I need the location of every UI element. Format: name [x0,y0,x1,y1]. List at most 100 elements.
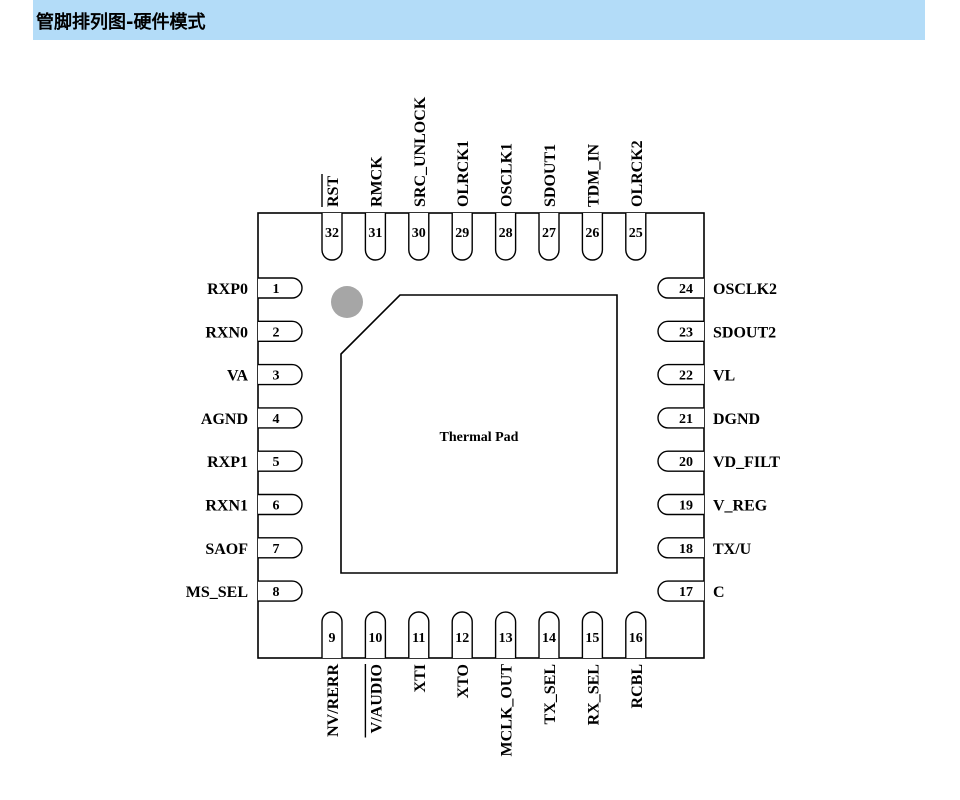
pin-9: 9NV/RERR [321,611,343,737]
pin-number: 17 [679,585,693,600]
pin-number: 20 [679,455,693,470]
pin-number: 21 [679,412,693,427]
pin-label: C [713,584,725,601]
pin-label: RCBL [629,664,646,708]
pins: 1RXP02RXN03VA4AGND5RXP16RXN17SAOF8MS_SEL… [186,96,781,756]
pin-number: 9 [329,631,336,646]
pin-outline [581,611,604,658]
pin-outline [408,611,430,658]
pin-outline [364,611,387,658]
thermal-pad-label: Thermal Pad [440,430,519,445]
pin-number: 7 [273,542,280,557]
pin-7: 7 SAOF [205,537,303,559]
pin-17: 17 C [657,580,725,602]
pin-number: 30 [412,226,426,241]
pin-label: RXP0 [207,281,248,298]
pin-number: 6 [273,499,280,514]
pin-outline [657,450,704,472]
pin-outline [451,213,473,261]
pin-label: SAOF [205,541,248,558]
pin-outline [657,320,704,342]
pin-number: 31 [368,226,382,241]
pin-label: MCLK_OUT [499,664,516,757]
pin-outline [494,611,517,658]
pin-number: 24 [679,282,693,297]
pin-label: VA [227,368,248,385]
pin-outline [321,213,343,261]
pin-number: 8 [273,585,280,600]
pin-1: 1 RXP0 [207,277,303,299]
pin-number: 16 [629,631,643,646]
pin-outline [258,277,303,299]
pin-label: SDOUT1 [542,144,559,207]
pin-label: RXP1 [207,454,248,471]
pin-label: RST [325,176,342,207]
pin-outline [258,407,303,429]
pin-8: 8MS_SEL [186,580,303,602]
pin-label: XTI [412,664,429,692]
pin-number: 26 [585,226,599,241]
pin-22: 22 VL [657,363,735,386]
pin-number: 22 [679,369,693,384]
pin-outline [657,537,704,559]
pin-number: 23 [679,325,693,340]
pin-outline [451,611,473,658]
pin-outline [494,213,517,261]
pin-outline [657,363,704,386]
pin-outline [538,213,560,261]
thermal-pad [340,294,618,574]
pin-outline [258,493,303,516]
pin-4: 4 AGND [201,407,303,429]
section-title: 管脚排列图-硬件模式 [36,12,206,33]
pin-number: 18 [679,542,693,557]
pin-label: AGND [201,411,248,428]
pin-19: 19 V_REG [657,493,768,516]
pin-18: 18 TX/U [657,537,752,559]
pin-number: 14 [542,631,556,646]
pin-30: 30 SRC_UNLOCK [408,96,430,261]
chip-body [257,212,705,659]
pin-number: 1 [273,282,280,297]
pin-label: SRC_UNLOCK [412,96,429,207]
pin-number: 5 [273,455,280,470]
pin-label: OLRCK1 [455,140,472,207]
pin-label: V_REG [713,498,768,515]
pin-number: 4 [273,412,280,427]
pin-number: 28 [499,226,513,241]
pin-label: RMCK [368,156,385,207]
pin-number: 13 [499,631,513,646]
pin-label: TDM_IN [585,143,602,207]
pin-outline [657,407,704,429]
pin-number: 27 [542,226,556,241]
pin-5: 5 RXP1 [207,450,303,472]
pin-outline [625,611,647,658]
pin-label: RX_SEL [585,664,602,725]
pin1-marker [331,286,363,318]
pin-label: VL [713,368,735,385]
pin-label: NV/RERR [325,664,342,737]
pin-outline [258,363,303,386]
pin-number: 12 [455,631,469,646]
pin-label: RXN1 [205,498,248,515]
section-header: 管脚排列图-硬件模式 [33,0,925,40]
pin-number: 19 [679,499,693,514]
pin-outline [657,493,704,516]
pin-label: TX/U [713,541,752,558]
pin-outline [581,213,604,261]
pin-outline [364,213,387,261]
pin-label: RXN0 [205,324,248,341]
pin-31: 31 RMCK [364,156,387,261]
pin-outline [538,611,560,658]
pin-outline [625,213,647,261]
pin-label: XTO [455,664,472,698]
